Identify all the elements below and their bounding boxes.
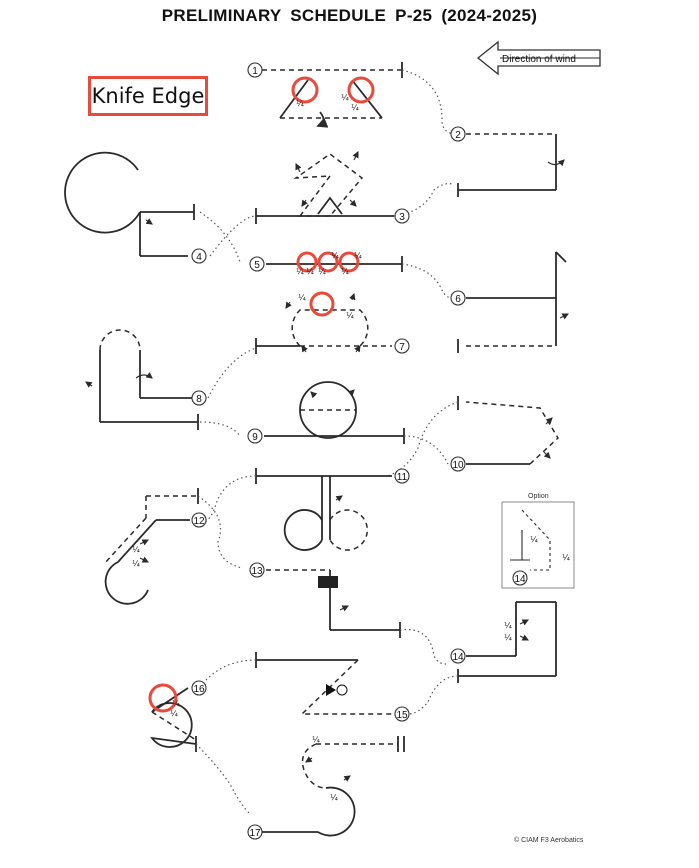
figure-number-8: 8 (191, 390, 207, 406)
figure-number-13: 13 (249, 562, 265, 578)
svg-text:17: 17 (249, 828, 261, 839)
figure-2 (401, 69, 565, 197)
svg-text:2: 2 (455, 130, 461, 141)
figure-8 (85, 329, 257, 437)
svg-text:9: 9 (252, 432, 258, 443)
figure-number-14: 14 (450, 648, 466, 664)
svg-text:¼: ¼ (504, 633, 512, 642)
figure-10 (387, 396, 559, 477)
figure-16: ¼ ¼ (148, 659, 257, 815)
svg-text:¼: ¼ (296, 267, 304, 276)
svg-text:5: 5 (254, 260, 260, 271)
figure-number-2: 2 (450, 126, 466, 142)
svg-text:14: 14 (452, 652, 464, 663)
figure-4 (64, 151, 257, 263)
svg-text:¼: ¼ (296, 99, 304, 108)
svg-text:16: 16 (193, 684, 205, 695)
figure-15 (255, 652, 459, 715)
figure-number-6: 6 (450, 290, 466, 306)
figure-number-10: 10 (450, 456, 466, 472)
svg-text:¼: ¼ (318, 267, 326, 276)
figure-1: ¼ ¼ ¼ (262, 62, 403, 128)
svg-text:¼: ¼ (504, 621, 512, 630)
svg-text:¼: ¼ (354, 251, 362, 260)
svg-text:6: 6 (455, 294, 461, 305)
figure-11 (197, 468, 392, 551)
svg-text:¼: ¼ (132, 559, 140, 568)
svg-text:12: 12 (193, 516, 205, 527)
figure-number-3: 3 (394, 208, 410, 224)
svg-text:8: 8 (196, 394, 202, 405)
figure-number-14-option: 14 (512, 570, 528, 586)
svg-text:¼: ¼ (530, 535, 538, 544)
figure-17: ¼ ¼ (260, 735, 405, 837)
wind-label: Direction of wind (502, 54, 576, 65)
svg-text:14: 14 (514, 574, 526, 585)
copyright-footer: © CIAM F3 Aerobatics (514, 836, 584, 844)
page-title: PRELIMINARY SCHEDULE P-25 (2024-2025) (161, 6, 538, 25)
figure-number-4: 4 (191, 248, 207, 264)
figure-number-15: 15 (394, 706, 410, 722)
svg-text:¼: ¼ (330, 793, 338, 802)
figure-number-9: 9 (247, 428, 263, 444)
svg-text:¼: ¼ (562, 553, 570, 562)
svg-text:¼: ¼ (306, 267, 314, 276)
svg-text:¼: ¼ (341, 267, 349, 276)
figure-number-16: 16 (191, 680, 207, 696)
figure-12: ¼ ¼ (103, 488, 243, 605)
svg-text:¼: ¼ (341, 93, 349, 102)
svg-text:13: 13 (251, 566, 263, 577)
svg-text:¼: ¼ (132, 545, 140, 554)
figure-number-17: 17 (247, 824, 263, 840)
figure-number-12: 12 (191, 512, 207, 528)
svg-text:15: 15 (396, 710, 408, 721)
figure-13 (266, 569, 447, 665)
svg-text:10: 10 (452, 460, 464, 471)
option-box: Option ¼ ¼ (501, 493, 575, 589)
svg-text:3: 3 (399, 212, 405, 223)
svg-text:¼: ¼ (346, 311, 354, 320)
svg-text:¼: ¼ (351, 103, 359, 112)
svg-text:7: 7 (399, 342, 405, 353)
knife-edge-badge: Knife Edge (88, 76, 208, 116)
figure-14: ¼ ¼ (457, 601, 557, 683)
wind-direction-indicator: Direction of wind (476, 40, 601, 76)
figure-6 (457, 251, 569, 353)
svg-text:¼: ¼ (298, 293, 306, 302)
svg-text:¼: ¼ (170, 709, 178, 718)
svg-text:¼: ¼ (312, 735, 320, 744)
figure-number-11: 11 (394, 468, 410, 484)
svg-text:¼: ¼ (172, 699, 180, 708)
figure-number-1: 1 (247, 62, 263, 78)
figure-number-7: 7 (394, 338, 410, 354)
figure-3 (255, 151, 453, 224)
figure-9 (264, 381, 449, 465)
figure-7: ¼ ¼ (255, 291, 392, 354)
svg-text:4: 4 (196, 252, 202, 263)
option-label: Option (528, 493, 549, 500)
svg-text:1: 1 (252, 66, 258, 77)
svg-text:11: 11 (397, 472, 408, 483)
figure-number-5: 5 (249, 256, 265, 272)
svg-text:¼: ¼ (331, 251, 339, 260)
figure-numbers: 1 2 3 4 5 6 7 8 9 10 11 12 13 14 14 15 1… (191, 62, 528, 840)
